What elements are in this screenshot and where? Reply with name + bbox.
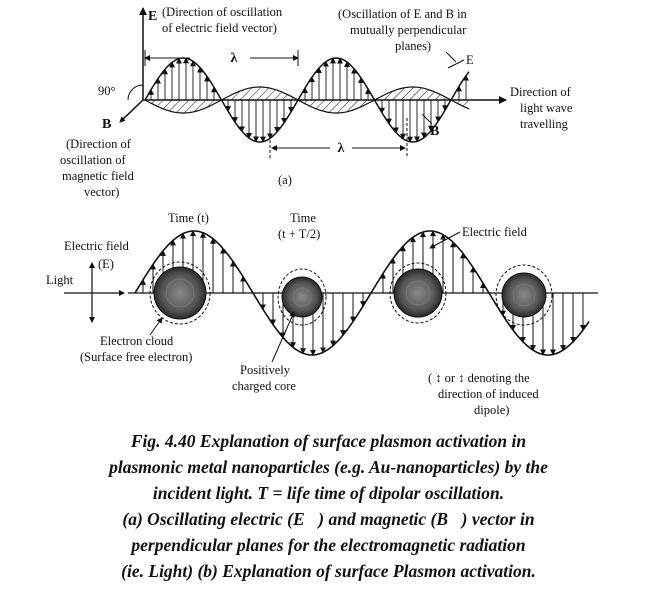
panel-b: Electric field (E) Light Time (t) Time (… — [46, 211, 598, 417]
b-hatch — [145, 87, 470, 113]
nanoparticle-1 — [149, 261, 211, 325]
e-direction-label-1: (Direction of oscillation — [162, 5, 283, 19]
field-sine-wave — [134, 230, 590, 356]
panel-a-label: (a) — [278, 173, 292, 187]
core-pointer — [271, 311, 295, 363]
dipole-label-1: ( ↕ or ↕ denoting the — [428, 371, 530, 385]
e-small-label: E — [466, 53, 474, 67]
magnetic-label-4: vector) — [84, 185, 119, 199]
caption-line-3: incident light. T = life time of dipolar… — [152, 483, 505, 503]
magnetic-label-3: magnetic field — [62, 169, 135, 183]
magnetic-label-1: (Direction of — [66, 137, 132, 151]
core-label-1: Positively — [240, 363, 291, 377]
magnetic-wave — [144, 86, 470, 114]
nanoparticle-2 — [277, 268, 327, 326]
efield-symbol: (E) — [98, 257, 114, 271]
electron-cloud-label-1: Electron cloud — [100, 334, 174, 348]
magnetic-label-2: oscillation of — [60, 153, 126, 167]
light-label: Light — [46, 273, 74, 287]
b-left-label: B — [102, 117, 111, 132]
direction-light-3: travelling — [520, 117, 569, 131]
field-vectors — [140, 230, 586, 356]
lambda-bottom: λ — [338, 141, 345, 156]
electron-cloud-label-2: (Surface free electron) — [80, 350, 192, 364]
angle-label: 90° — [98, 84, 116, 98]
efield-left-label: Electric field — [64, 239, 130, 253]
axis-e-label: E — [148, 9, 157, 24]
panel-a: λ λ E (Direction of oscillation of elect… — [60, 5, 573, 199]
nanoparticle-4 — [495, 264, 553, 326]
b-axis — [119, 99, 144, 123]
diagram-svg: λ λ E (Direction of oscillation of elect… — [46, 5, 598, 417]
e-direction-label-2: of electric field vector) — [162, 21, 277, 35]
dipole-label-3: dipole) — [474, 403, 509, 417]
oscillation-pointer — [445, 51, 457, 63]
direction-light-2: light wave — [520, 101, 573, 115]
direction-light-1: Direction of — [510, 85, 572, 99]
b-right-pointer — [421, 113, 433, 125]
oscillation-label-2: mutually perpendicular — [350, 23, 467, 37]
caption-line-5: perpendicular planes for the electromagn… — [131, 535, 526, 555]
nanoparticle-3 — [389, 262, 447, 324]
core-label-2: charged core — [232, 379, 296, 393]
oscillation-label-3: planes) — [395, 39, 431, 53]
lambda-top: λ — [231, 51, 238, 66]
oscillation-label-1: (Oscillation of E and B in — [338, 7, 468, 21]
electron-cloud-pointer — [149, 317, 163, 336]
time-t2-label-1: Time — [290, 211, 316, 225]
time-t2-label-2: (t + T/2) — [278, 227, 320, 241]
figure-caption: Fig. 4.40 Explanation of surface plasmon… — [0, 428, 657, 584]
efield-right-pointer — [429, 231, 461, 249]
caption-line-6: (ie. Light) (b) Explanation of surface P… — [121, 561, 536, 581]
caption-line-2: plasmonic metal nanoparticles (e.g. Au-n… — [109, 457, 548, 477]
dipole-label-2: direction of induced — [438, 387, 539, 401]
time-t-label: Time (t) — [168, 211, 209, 225]
electric-wave — [144, 57, 470, 143]
e-small-pointer — [447, 59, 465, 69]
efield-right-label: Electric field — [462, 225, 528, 239]
b-sine — [144, 86, 470, 114]
caption-line-4: (a) Oscillating electric (E⃗) and magnet… — [122, 509, 535, 529]
caption-line-1: Fig. 4.40 Explanation of surface plasmon… — [130, 431, 527, 451]
right-angle-arc — [127, 84, 144, 101]
b-right-label: B — [430, 124, 439, 139]
